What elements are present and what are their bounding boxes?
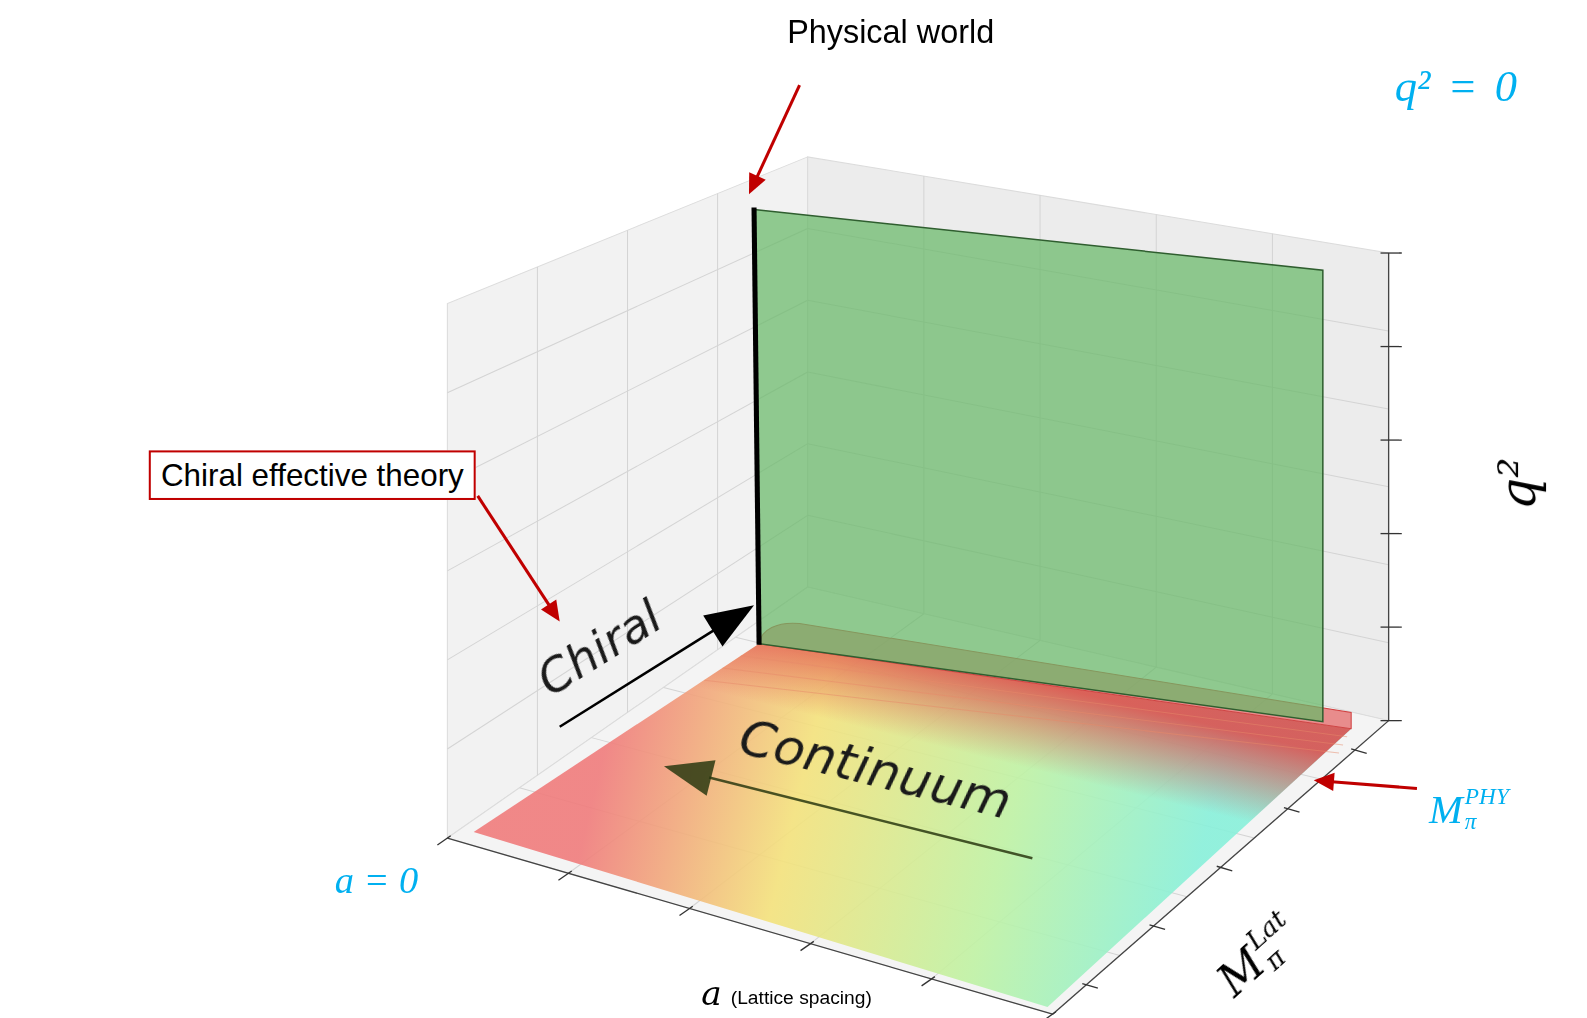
tick-mark bbox=[1150, 925, 1166, 930]
leader-arrow-head bbox=[1314, 773, 1335, 791]
math-scripts: PHYπ bbox=[1465, 785, 1509, 834]
tick-mark bbox=[1043, 1012, 1056, 1018]
math-subscript: π bbox=[1465, 810, 1509, 834]
leader-arrow bbox=[757, 85, 800, 178]
tick-mark bbox=[801, 941, 814, 950]
math-base: M bbox=[1429, 788, 1463, 831]
callout-box: Chiral effective theory bbox=[149, 450, 476, 500]
physical-line bbox=[754, 207, 759, 644]
tick-mark bbox=[1217, 866, 1233, 871]
tick-mark bbox=[1381, 626, 1402, 627]
tick-mark bbox=[1351, 749, 1367, 754]
tick-mark bbox=[1284, 808, 1300, 813]
pion-mass-label: MPHYπ bbox=[1429, 785, 1509, 834]
heading-label: Physical world bbox=[787, 14, 994, 51]
tick-mark bbox=[1381, 439, 1402, 440]
chiral-arrow-head bbox=[703, 605, 754, 646]
axis-title: q² bbox=[1489, 457, 1547, 510]
leader-arrow bbox=[1332, 782, 1417, 789]
axis-title: a bbox=[701, 974, 722, 1014]
continuum-arrow-head bbox=[664, 760, 716, 795]
physical-plane bbox=[754, 210, 1323, 722]
axis-value-label: q² = 0 bbox=[1395, 61, 1517, 112]
math-symbol: M bbox=[1429, 786, 1463, 832]
grid-line bbox=[717, 194, 718, 650]
tick-mark bbox=[679, 906, 692, 915]
tick-mark bbox=[1381, 720, 1402, 721]
arrow-label: Chiral bbox=[528, 589, 671, 706]
tick-mark bbox=[922, 977, 935, 986]
tick-mark bbox=[1082, 984, 1098, 989]
math-superscript: PHY bbox=[1465, 785, 1509, 809]
box-text: Chiral effective theory bbox=[161, 456, 464, 494]
leader-arrow-head bbox=[541, 600, 560, 622]
leader-arrow bbox=[478, 496, 550, 606]
pion-mass-axis-title: MLatπ bbox=[1206, 905, 1311, 1007]
arrow-label: Continuum bbox=[734, 707, 1018, 831]
tick-mark bbox=[437, 836, 450, 845]
tick-mark bbox=[1381, 252, 1402, 253]
tick-mark bbox=[1381, 533, 1402, 534]
grid-line bbox=[537, 267, 538, 775]
tick-mark bbox=[558, 871, 571, 880]
leader-arrow-head bbox=[749, 172, 766, 194]
axis-value-label: a = 0 bbox=[335, 858, 419, 902]
tick-mark bbox=[1381, 346, 1402, 347]
axis-note: (Lattice spacing) bbox=[731, 987, 872, 1009]
q2-axis-line bbox=[1388, 253, 1389, 721]
